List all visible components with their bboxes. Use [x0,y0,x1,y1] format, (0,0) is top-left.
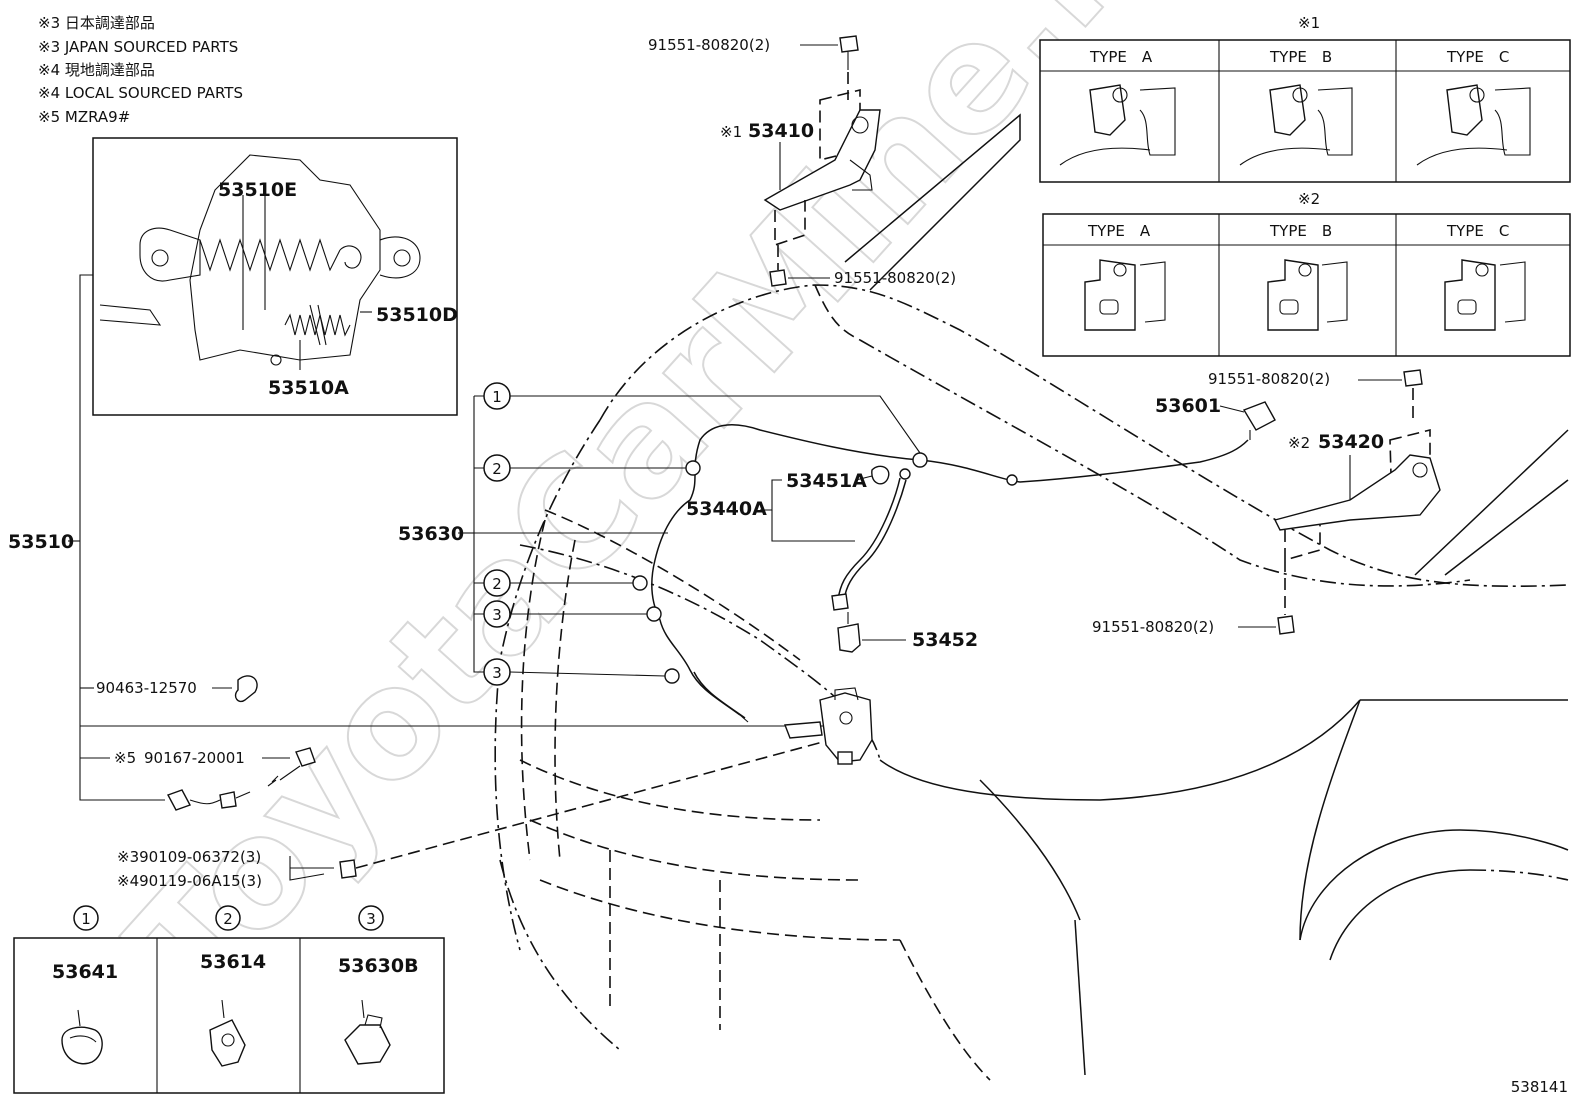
part-label-91551-80820: 91551-80820(2) [1092,618,1214,636]
part-label-91551-80820: 91551-80820(2) [834,269,956,287]
note-line: ※4 現地調達部品 [38,61,155,79]
type-table-1: ※1 TYPE A TYPE B TYPE C [1039,14,1571,183]
release-cable [632,424,1249,723]
callout-number: 3 [492,664,502,682]
cable-callouts: 1 2 2 3 3 53630 [398,382,921,686]
clip-sketch [61,1009,103,1065]
part-label-53420: 53420 [1318,431,1384,453]
type-header: TYPE A [1089,48,1153,66]
note-line: ※5 MZRA9# [38,108,130,126]
part-label-53410: 53410 [748,120,814,142]
type-header: TYPE C [1446,48,1509,66]
clip-part-label: 53614 [200,951,266,973]
bolt-90109-90119: ※390109-06372(3) ※490119-06A15(3) [117,739,831,890]
lock-detail-inset: 53510E 53510D 53510A [92,137,458,416]
clip-part-label: 53630B [338,955,419,977]
part-mark: ※1 [720,123,742,141]
note-line: ※4 LOCAL SOURCED PARTS [38,84,243,102]
part-label-91551-80820: 91551-80820(2) [1208,370,1330,388]
hinge-sketch [1267,259,1348,331]
clip-number: 2 [223,910,233,928]
part-label-90109-06372: ※390109-06372(3) [117,848,261,866]
clip-number: 1 [81,910,91,928]
hinge-sketch [1444,259,1526,331]
callout-number: 2 [492,575,502,593]
clip-marker [73,905,99,931]
part-label-53630: 53630 [398,523,464,545]
clip-marker [358,905,384,931]
support-rod: 53440A 53451A 53452 [686,465,978,653]
hinge-sketch [1239,84,1353,166]
clip-sketch [209,999,246,1067]
part-label-53510: 53510 [8,531,74,553]
type-table-mark: ※2 [1298,190,1320,208]
hinge-sketch [1084,259,1166,331]
part-label-53510E: 53510E [218,179,297,201]
callout-number: 1 [492,388,502,406]
part-label-53510D: 53510D [376,304,458,326]
hinge-sketch [1059,84,1176,166]
type-table-mark: ※1 [1298,14,1320,32]
part-label-53451A: 53451A [786,470,867,492]
part-label-90119-06A15: ※490119-06A15(3) [117,872,262,890]
part-label-53440A: 53440A [686,498,767,520]
clamp-90463: 90463-12570 [96,675,258,703]
hinge-lh: 91551-80820(2) ※1 53410 91551-80820(2) [648,35,956,287]
notes-block: ※3 日本調達部品 ※3 JAPAN SOURCED PARTS ※4 現地調達… [38,14,243,126]
figure-number: 538141 [1511,1078,1568,1096]
type-table-2: ※2 TYPE A TYPE B TYPE C [1042,190,1571,357]
clip-sketch [344,999,391,1065]
part-mark: ※2 [1288,434,1310,452]
bolt-90167: ※5 90167-20001 [114,747,316,811]
clip-table: 1 2 3 53641 53614 53630B [13,905,445,1094]
part-label-91551-80820: 91551-80820(2) [648,36,770,54]
hood-lock [784,687,873,765]
part-mark: ※5 [114,749,136,767]
clip-part-label: 53641 [52,961,118,983]
type-header: TYPE A [1087,222,1151,240]
callout-number: 3 [492,606,502,624]
callout-number: 2 [492,460,502,478]
part-label-53510A: 53510A [268,377,349,399]
hinge-rh: 91551-80820(2) ※2 53420 91551-80820(2) 5… [1092,369,1441,636]
part-label-90167-20001: 90167-20001 [144,749,245,767]
part-label-90463-12570: 90463-12570 [96,679,197,697]
hinge-sketch [1416,84,1531,166]
lock-assy-bracket: 53510 [8,274,830,801]
part-label-53601: 53601 [1155,395,1221,417]
type-header: TYPE C [1446,222,1509,240]
type-header: TYPE B [1269,222,1332,240]
note-line: ※3 日本調達部品 [38,14,155,32]
type-header: TYPE B [1269,48,1332,66]
vehicle-outline [494,113,1569,1081]
note-line: ※3 JAPAN SOURCED PARTS [38,38,238,56]
clip-marker [215,905,241,931]
clip-number: 3 [366,910,376,928]
part-label-53452: 53452 [912,629,978,651]
